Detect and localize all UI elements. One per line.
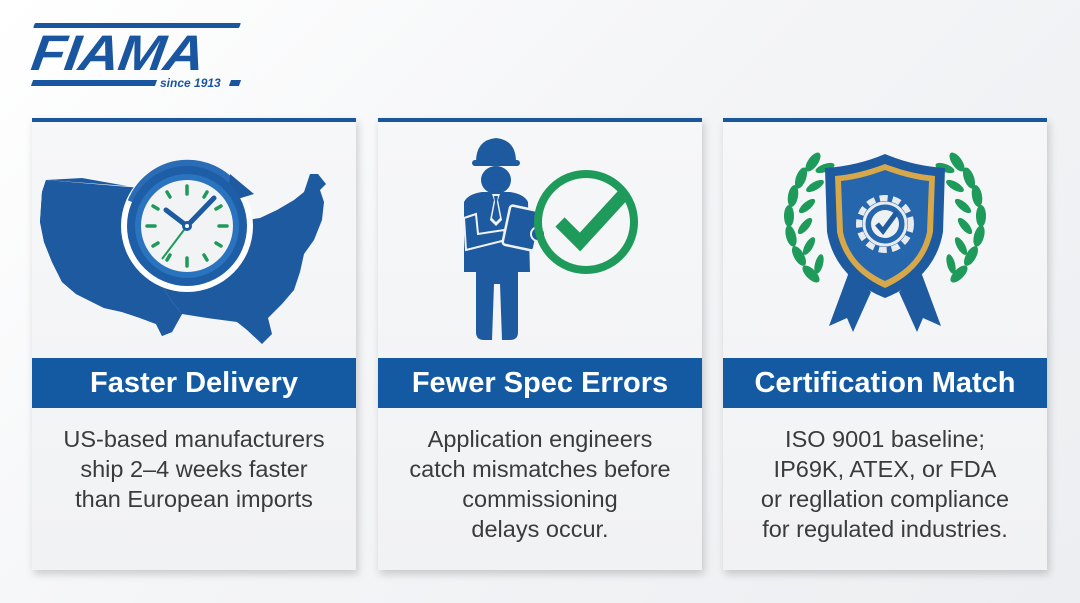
certification-shield-icon — [723, 122, 1047, 358]
description-line: IP69K, ATEX, or FDA — [773, 456, 997, 482]
description-line: delays occur. — [471, 516, 609, 542]
card-top-rule — [378, 118, 702, 122]
card-title: Certification Match — [723, 358, 1047, 408]
logo-tagline: since 1913 — [160, 76, 221, 90]
description-line: US-based manufacturers — [63, 426, 325, 452]
card-top-rule — [723, 118, 1047, 122]
card-description: Application engineers catch mismatches b… — [384, 424, 696, 544]
description-line: or regllation compliance — [760, 486, 1010, 512]
card-description: ISO 9001 baseline; IP69K, ATEX, or FDA o… — [729, 424, 1041, 544]
description-line: catch mismatches before — [409, 456, 671, 482]
description-line: for regulated industries. — [762, 516, 1008, 542]
engineer-checkmark-icon — [378, 122, 702, 358]
logo-wordmark: FIAMA — [28, 25, 208, 81]
logo-bottom-bar — [30, 80, 158, 86]
card-faster-delivery: Faster Delivery US-based manufacturers s… — [32, 118, 356, 570]
description-line: ISO 9001 baseline; — [785, 426, 985, 452]
card-title: Faster Delivery — [32, 358, 356, 408]
card-top-rule — [32, 118, 356, 122]
description-line: than European imports — [75, 486, 313, 512]
logo-bottom-bar-end — [228, 80, 242, 86]
card-certification-match: Certification Match ISO 9001 baseline; I… — [723, 118, 1047, 570]
card-title: Fewer Spec Errors — [378, 358, 702, 408]
description-line: ship 2–4 weeks faster — [80, 456, 308, 482]
card-fewer-spec-errors: Fewer Spec Errors Application engineers … — [378, 118, 702, 570]
description-line: Application engineers — [427, 426, 653, 452]
description-line: commissioning — [462, 486, 618, 512]
card-description: US-based manufacturers ship 2–4 weeks fa… — [38, 424, 350, 514]
fiama-logo: FIAMA since 1913 — [28, 22, 244, 90]
us-map-clock-icon — [32, 122, 356, 358]
